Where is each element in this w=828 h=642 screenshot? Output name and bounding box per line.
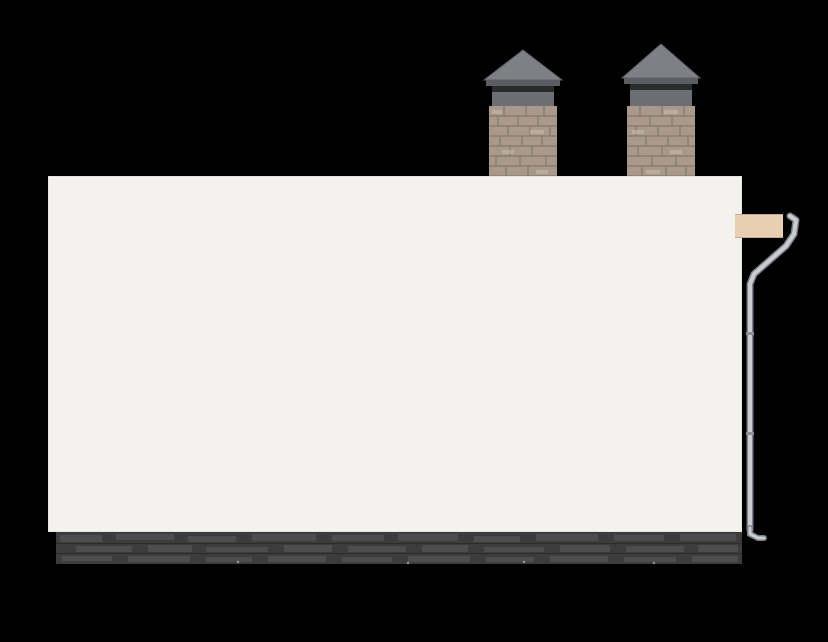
facade-wall: [48, 176, 742, 532]
stone-plinth: [56, 532, 742, 564]
chimney-right: [620, 43, 702, 182]
chimney-cap-icon: [620, 43, 702, 106]
chimney-stack: [489, 106, 557, 182]
chimney-cap-icon: [482, 49, 564, 106]
fascia-board: [735, 214, 783, 238]
downpipe-icon: [746, 212, 800, 541]
chimney-stack: [627, 106, 695, 182]
chimney-left: [482, 49, 564, 182]
